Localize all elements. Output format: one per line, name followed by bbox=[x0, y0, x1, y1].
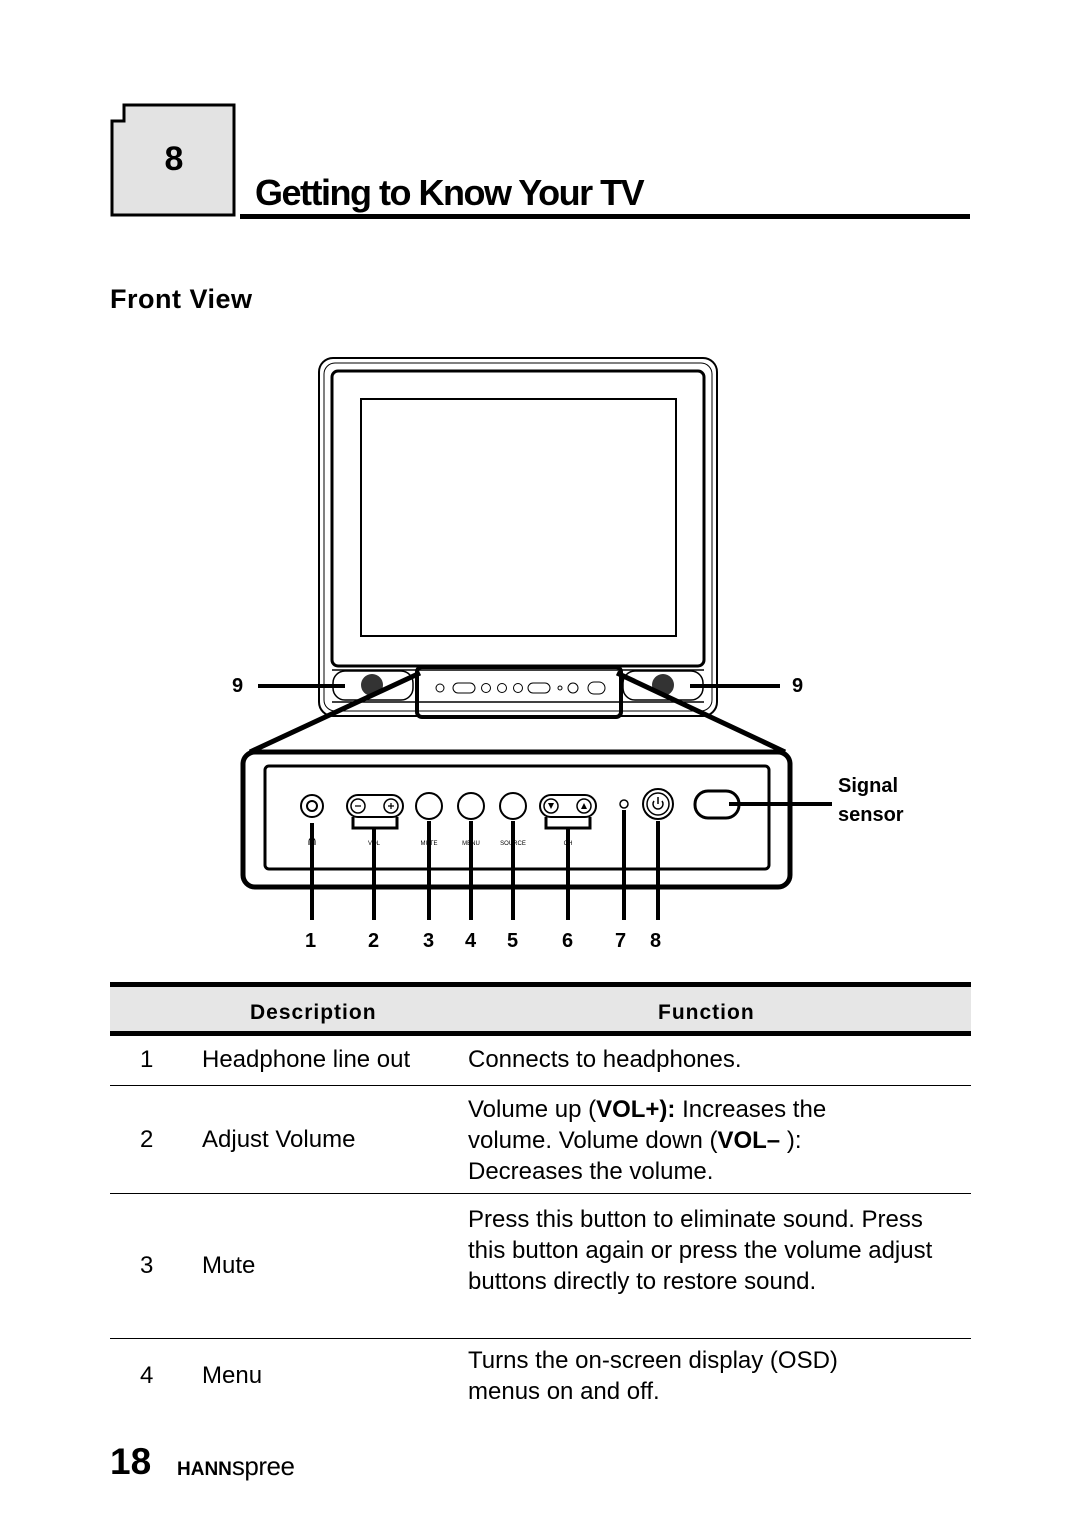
callout-7: 7 bbox=[615, 930, 627, 952]
table-row: 3 Mute Press this button to eliminate so… bbox=[110, 1194, 971, 1339]
row-description: Mute bbox=[202, 1252, 256, 1279]
ch-label: CH bbox=[564, 841, 573, 847]
table-row: 4 Menu Turns the on-screen display (OSD)… bbox=[110, 1339, 971, 1419]
chapter-title: Getting to Know Your TV bbox=[255, 172, 645, 213]
vol-label: VOL bbox=[368, 841, 381, 847]
table-row: 2 Adjust Volume Volume up (VOL+): Increa… bbox=[110, 1086, 971, 1194]
row-function: Turns the on-screen display (OSD) menus … bbox=[468, 1347, 838, 1405]
chapter-number: 8 bbox=[164, 140, 184, 178]
table-header: Description Function bbox=[110, 982, 971, 1036]
signal-sensor-label: Signal sensor bbox=[838, 775, 904, 826]
row-number: 3 bbox=[140, 1252, 154, 1279]
callout-9-left: 9 bbox=[232, 675, 244, 697]
row-function: Connects to headphones. bbox=[468, 1046, 742, 1073]
callout-2: 2 bbox=[368, 930, 380, 952]
function-table: Description Function 1 Headphone line ou… bbox=[110, 982, 971, 1419]
mute-label: MUTE bbox=[421, 841, 438, 847]
source-label: SOURCE bbox=[500, 841, 526, 847]
chapter-tab bbox=[110, 103, 236, 217]
row-description: Adjust Volume bbox=[202, 1126, 356, 1153]
header-description: Description bbox=[250, 1001, 377, 1024]
callout-1: 1 bbox=[305, 930, 317, 952]
brand-logo: HANNspree bbox=[177, 1451, 295, 1481]
callout-5: 5 bbox=[507, 930, 519, 952]
callout-3: 3 bbox=[423, 930, 435, 952]
section-title: Front View bbox=[110, 284, 253, 314]
row-description: Menu bbox=[202, 1362, 263, 1389]
callout-9-right: 9 bbox=[792, 675, 804, 697]
row-function: Press this button to eliminate sound. Pr… bbox=[468, 1206, 933, 1295]
header-function: Function bbox=[658, 1001, 755, 1024]
table-row: 1 Headphone line out Connects to headpho… bbox=[110, 1036, 971, 1086]
callout-4: 4 bbox=[465, 930, 477, 952]
menu-label: MENU bbox=[462, 841, 480, 847]
row-description: Headphone line out bbox=[202, 1046, 411, 1073]
callout-6: 6 bbox=[562, 930, 574, 952]
row-number: 4 bbox=[140, 1362, 154, 1389]
tv-front-view-diagram: VOL MUTE MENU SOURCE CH bbox=[240, 357, 832, 920]
row-number: 2 bbox=[140, 1126, 154, 1153]
callout-8: 8 bbox=[650, 930, 662, 952]
row-function: Volume up (VOL+): Increases the volume. … bbox=[468, 1096, 827, 1185]
title-rule bbox=[240, 214, 970, 219]
row-number: 1 bbox=[140, 1046, 154, 1073]
page-number: 18 bbox=[110, 1441, 152, 1482]
